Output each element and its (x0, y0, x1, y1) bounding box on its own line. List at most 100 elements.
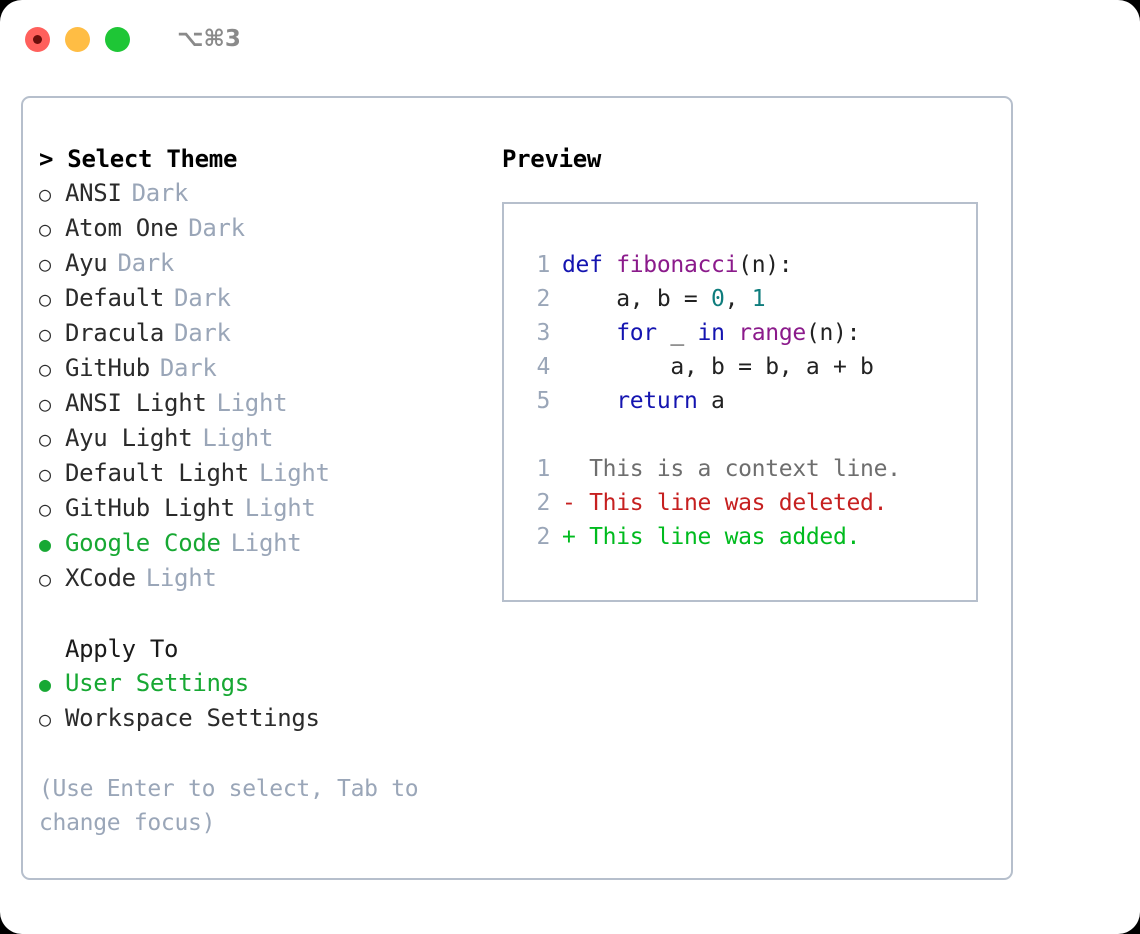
radio-unselected-icon: ○ (39, 497, 51, 521)
theme-option-variant-tag: Light (258, 459, 330, 487)
keyboard-shortcut-label: ⌥⌘3 (177, 26, 241, 52)
theme-option-atom-one[interactable]: ○ Atom One Dark (39, 211, 479, 246)
line-number: 1 (536, 252, 550, 278)
radio-unselected-icon: ○ (39, 392, 51, 416)
apply-to-header: ○ Apply To (39, 632, 479, 666)
theme-option-variant-tag: Dark (188, 214, 245, 242)
window-controls (25, 26, 130, 52)
apply-to-option-list[interactable]: ● User Settings ○ Workspace Settings (39, 666, 479, 736)
diff-text: This line was added. (575, 524, 861, 550)
radio-selected-icon: ● (39, 532, 51, 556)
radio-unselected-icon: ○ (39, 357, 51, 381)
radio-unselected-icon: ○ (39, 322, 51, 346)
code-token-num: 1 (751, 286, 766, 312)
apply-to-header-spacer: ○ (39, 632, 65, 666)
code-line-text: a, b = 0, 1 (562, 282, 765, 316)
preview-spacer (504, 418, 976, 452)
code-line: 2 a, b = 0, 1 (504, 282, 976, 316)
theme-option-variant-tag: Dark (174, 284, 231, 312)
code-line: 5 return a (504, 384, 976, 418)
theme-option-label: Atom One (65, 214, 179, 242)
code-line-text: a, b = b, a + b (562, 350, 874, 384)
code-token-kw: return (616, 388, 698, 414)
minimize-button[interactable] (65, 26, 90, 52)
code-token-plain (562, 388, 616, 414)
select-theme-header: > Select Theme (39, 145, 238, 173)
close-button[interactable] (25, 26, 50, 52)
code-token-plain (725, 320, 739, 346)
diff-sign: - (562, 490, 576, 516)
theme-option-variant-tag: Light (216, 389, 288, 417)
theme-option-label: Default (65, 284, 165, 312)
theme-option-ansi-light[interactable]: ○ ANSI Light Light (39, 386, 479, 421)
diff-text: This is a context line. (575, 456, 901, 482)
theme-option-default[interactable]: ○ Default Dark (39, 281, 479, 316)
code-token-plain: a, b = b, a + b (562, 354, 874, 380)
line-number: 3 (536, 320, 550, 346)
theme-option-variant-tag: Dark (117, 249, 175, 277)
line-number: 4 (536, 354, 550, 380)
radio-unselected-icon: ○ (39, 287, 51, 311)
theme-option-label: Default Light (65, 459, 249, 487)
radio-selected-icon: ● (39, 672, 51, 696)
maximize-button[interactable] (105, 26, 130, 52)
apply-to-option-workspace-settings[interactable]: ○ Workspace Settings (39, 701, 479, 736)
diff-line-text: - This line was deleted. (562, 486, 887, 520)
theme-option-label: Google Code (65, 529, 221, 557)
code-token-kw: def (562, 252, 617, 278)
code-token-plain: (n): (805, 320, 861, 346)
theme-option-label: ANSI (65, 179, 122, 207)
theme-option-variant-tag: Light (202, 424, 274, 452)
diff-line-text: + This line was added. (562, 520, 860, 554)
diff-text: This line was deleted. (575, 490, 888, 516)
code-token-kw: for (616, 320, 657, 346)
theme-option-label: GitHub Light (65, 494, 235, 522)
diff-line-add: 2+ This line was added. (504, 520, 976, 554)
code-token-plain: , (724, 286, 752, 312)
apply-to-option-user-settings[interactable]: ● User Settings (39, 666, 479, 701)
theme-option-label: XCode (65, 564, 136, 592)
line-number: 2 (536, 286, 550, 312)
code-token-num: 0 (711, 286, 725, 312)
radio-unselected-icon: ○ (39, 707, 51, 731)
apply-to-option-label: Workspace Settings (65, 704, 320, 732)
diff-line-text: This is a context line. (562, 452, 901, 486)
theme-option-variant-tag: Dark (174, 319, 231, 347)
keyboard-hint-text: (Use Enter to select, Tab to change focu… (39, 776, 419, 836)
apply-to-option-label: User Settings (65, 669, 249, 697)
code-line-text: for _ in range(n): (562, 316, 860, 350)
line-number: 5 (536, 388, 550, 414)
diff-sign (562, 456, 576, 482)
line-number: 1 (536, 456, 550, 482)
theme-option-label: ANSI Light (65, 389, 207, 417)
code-line-text: return a (562, 384, 725, 418)
diff-sign: + (562, 524, 576, 550)
code-line: 3 for _ in range(n): (504, 316, 976, 350)
radio-unselected-icon: ○ (39, 252, 51, 276)
code-token-kw: in (697, 320, 725, 346)
radio-unselected-icon: ○ (39, 217, 51, 241)
theme-option-variant-tag: Dark (131, 179, 189, 207)
code-token-plain: (n): (738, 252, 793, 278)
radio-unselected-icon: ○ (39, 427, 51, 451)
theme-option-variant-tag: Light (145, 564, 217, 592)
code-token-plain: a, b = (562, 286, 712, 312)
title-bar: ⌥⌘3 (0, 0, 1140, 78)
